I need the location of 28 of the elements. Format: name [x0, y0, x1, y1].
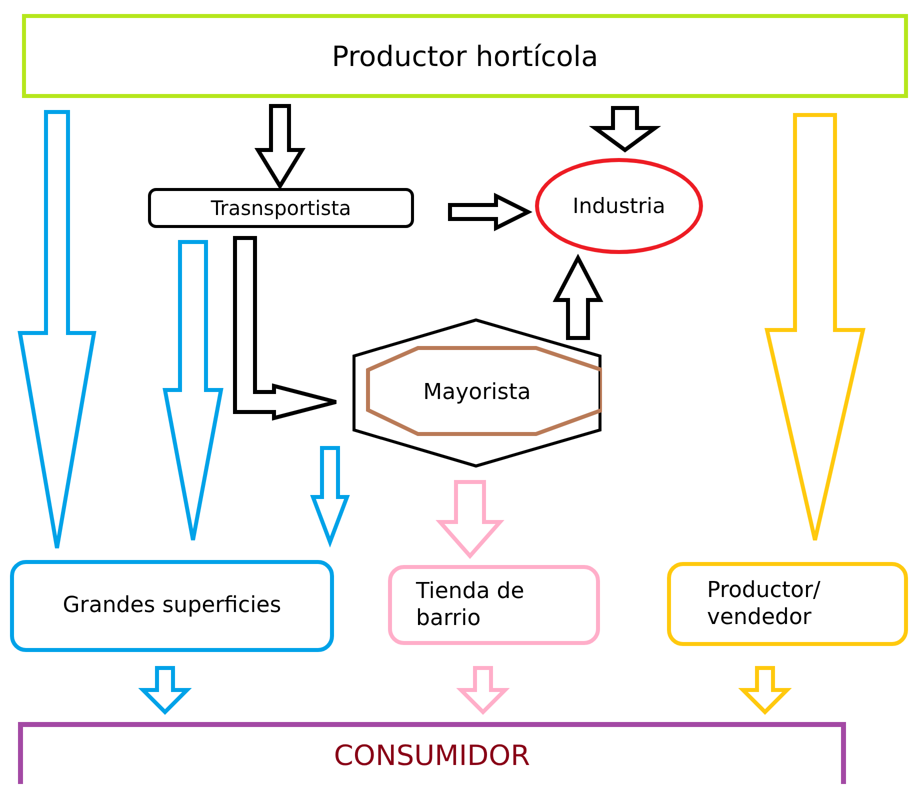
retail-box: [10, 560, 334, 652]
block-arrow: [18, 110, 96, 550]
block-arrow: [552, 254, 604, 340]
block-arrow: [310, 446, 350, 548]
block-arrow: [738, 666, 792, 715]
process-hexagon: [352, 318, 602, 468]
block-arrow: [162, 240, 224, 542]
block-arrow: [764, 113, 866, 542]
block-arrow: [588, 106, 662, 152]
block-arrow: [448, 192, 532, 232]
consumer-box: [18, 722, 846, 784]
node-label: Productor hortícola: [332, 38, 598, 74]
block-arrow: [138, 666, 192, 715]
node-label: Trasnsportista: [210, 196, 352, 220]
block-arrow: [436, 480, 504, 560]
node-label: Tienda de barrio: [415, 578, 526, 632]
block-arrow: [254, 104, 306, 190]
node-label: Productor/ vendedor: [706, 576, 822, 632]
source-box: [22, 14, 908, 98]
node-label: Mayorista: [423, 379, 531, 407]
process-box: [148, 188, 414, 228]
node-label: Industria: [572, 192, 666, 220]
block-arrow: [233, 236, 338, 421]
node-label: CONSUMIDOR: [334, 738, 530, 773]
retail-box: [667, 562, 908, 646]
retail-box: [388, 565, 600, 645]
node-label: Grandes superficies: [62, 592, 282, 620]
block-arrow: [456, 666, 510, 715]
